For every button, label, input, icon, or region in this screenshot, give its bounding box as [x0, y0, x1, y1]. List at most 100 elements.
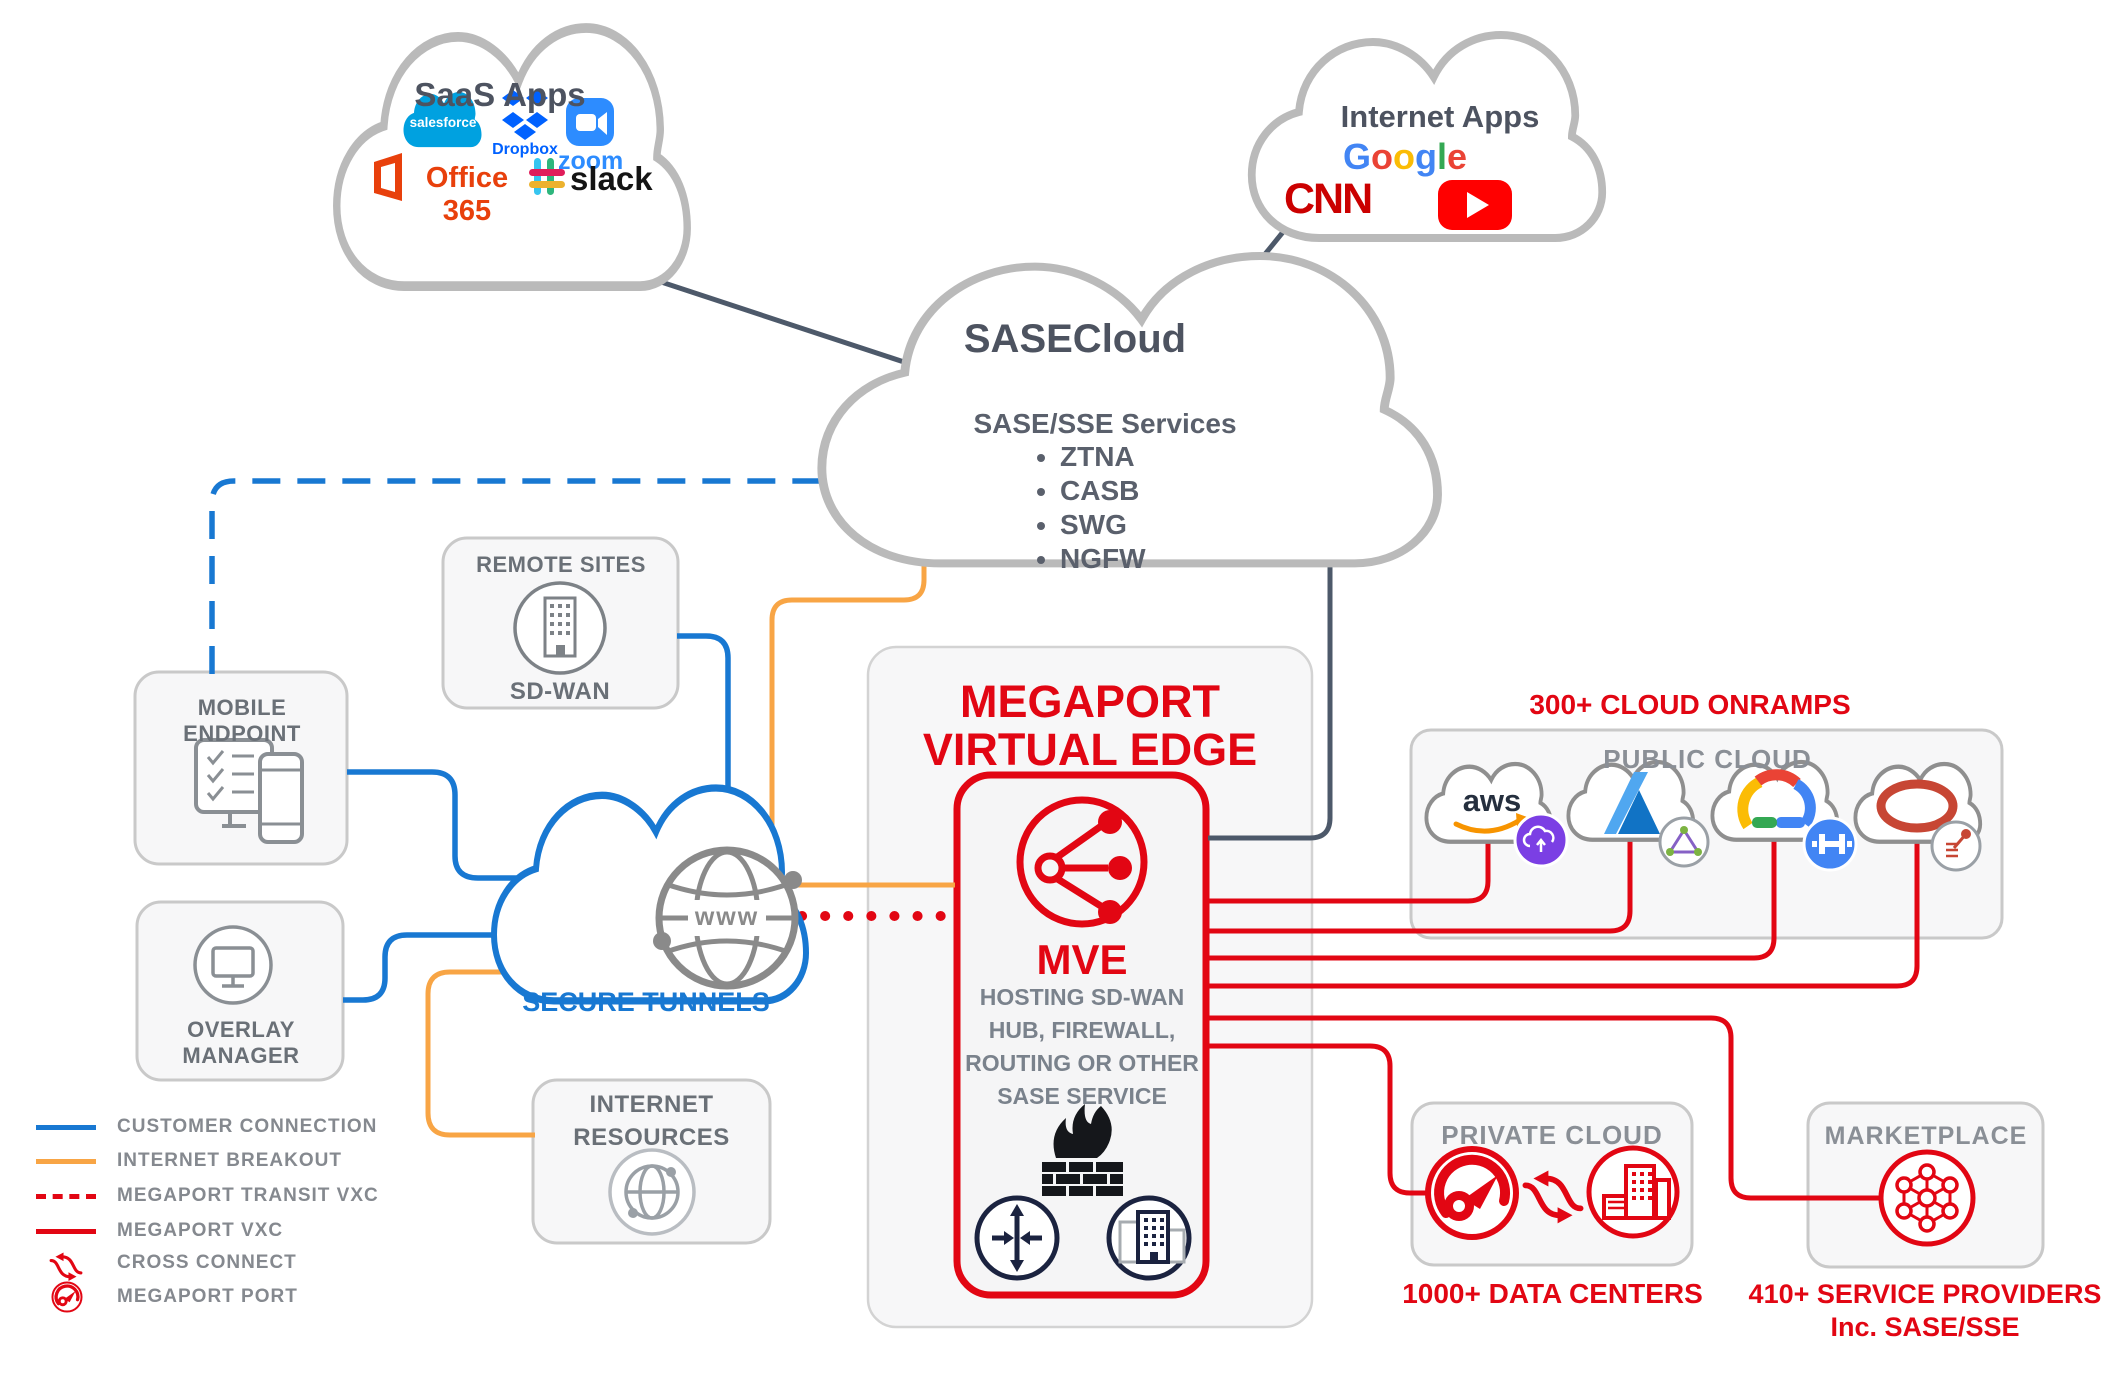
line-vxc-private-cloud [1206, 1043, 1432, 1196]
sase-service: NGFW [1060, 542, 1146, 576]
legend-label: MEGAPORT VXC [117, 1220, 284, 1241]
google-letter: l [1436, 136, 1447, 177]
salesforce-logo [403, 92, 482, 148]
aws-swoosh [1453, 817, 1523, 834]
mve-hub-icon [1016, 796, 1148, 928]
line-vxc-google [1206, 838, 1777, 961]
public-cloud-title: PUBLIC CLOUD [1603, 744, 1812, 774]
mve-desc-line: HOSTING SD-WAN [979, 984, 1185, 1010]
marketplace-title: MARKETPLACE [1824, 1122, 2028, 1150]
public-cloud-providers [1424, 759, 1983, 872]
devices-icon [194, 738, 304, 844]
remote-sites-title: REMOTE SITES [476, 552, 646, 577]
zoom-label: zoom [558, 147, 624, 175]
mve-box [953, 771, 1210, 1299]
legend-swatch-customer-connection [36, 1125, 96, 1130]
mve-panel-title-line1: MEGAPORT [959, 676, 1220, 727]
legend-megaport-port-icon [50, 1280, 84, 1314]
oracle-cloud [1853, 761, 1983, 872]
mve-desc-line: HUB, FIREWALL, [988, 1017, 1176, 1043]
google-letter: o [1370, 136, 1393, 177]
overlay-manager-title: OVERLAY MANAGER [182, 1017, 300, 1068]
legend-label: CUSTOMER CONNECTION [117, 1116, 378, 1137]
sase-service: ZTNA [1060, 440, 1146, 474]
secure-tunnels-label: SECURE TUNNELS [522, 987, 770, 1017]
sdwan-label: SD-WAN [509, 678, 611, 705]
line-customer-mobile-to-tunnels [347, 769, 560, 881]
www-label: www [694, 903, 760, 931]
dropbox-logo [502, 90, 548, 140]
datacenter-icon [1586, 1145, 1680, 1239]
service-providers-line2: Inc. SASE/SSE [1830, 1312, 2020, 1342]
node-boxes [133, 536, 2045, 1329]
aws-cloud [1424, 761, 1569, 868]
office365-logo [374, 153, 402, 201]
data-centers-caption: 1000+ DATA CENTERS [1402, 1278, 1703, 1309]
line-sase-to-mve [1208, 548, 1333, 841]
azure-virtual-wan-badge [1658, 816, 1710, 868]
sase-cloud-shape [817, 252, 1442, 568]
mve-desc-line: SASE SERVICE [997, 1083, 1167, 1109]
dropbox-label: Dropbox [492, 141, 558, 158]
line-vxc-azure [1206, 836, 1633, 934]
saas-cloud-shape [333, 23, 691, 291]
azure-cloud [1566, 759, 1710, 868]
sase-cloud-title: SASECloud [963, 317, 1187, 361]
zoom-logo [566, 98, 614, 146]
sase-services-list: ZTNA CASB SWG NGFW [1030, 440, 1146, 576]
cnn-logo: CNN [1284, 175, 1373, 223]
building-icon [513, 581, 607, 675]
private-cloud-title: PRIVATE CLOUD [1441, 1120, 1663, 1150]
line-customer-overlay-to-tunnels [343, 932, 520, 1003]
monitor-icon [193, 925, 273, 1005]
service-providers-caption: 410+ SERVICE PROVIDERS Inc. SASE/SSE [1723, 1278, 2113, 1344]
saas-cloud-title: SaaS Apps [414, 76, 586, 113]
aws-label: aws [1462, 783, 1522, 818]
legend-swatch-transit-vxc [36, 1194, 96, 1199]
google-cloud-logo [1737, 769, 1816, 830]
line-breakout-tunnels-to-internet-resources [425, 969, 545, 1138]
service-providers-line1: 410+ SERVICE PROVIDERS [1748, 1279, 2102, 1309]
mve-description: HOSTING SD-WAN HUB, FIREWALL, ROUTING OR… [962, 981, 1202, 1113]
www-globe-icon [653, 846, 802, 990]
legend-label: MEGAPORT TRANSIT VXC [117, 1185, 379, 1206]
node-icons [49, 581, 1976, 1314]
google-letter: e [1447, 136, 1468, 177]
saas-logos [374, 90, 1512, 230]
firewall-icon [1042, 1104, 1123, 1196]
internet-resources-line2: RESOURCES [573, 1124, 730, 1151]
line-vxc-marketplace [1206, 1015, 1882, 1201]
legend-label: CROSS CONNECT [117, 1252, 297, 1273]
salesforce-label: salesforce [409, 115, 477, 130]
slack-logo [529, 158, 565, 195]
legend-swatch-internet-breakout [36, 1159, 96, 1164]
legend-label: INTERNET BREAKOUT [117, 1150, 342, 1171]
google-logo: Google [1330, 136, 1480, 178]
legend-cross-connect-icon [49, 1250, 83, 1283]
connectors [209, 230, 1920, 1201]
google-letter: g [1414, 136, 1437, 177]
sase-service: CASB [1060, 474, 1146, 508]
aws-transit-gateway-badge [1513, 812, 1569, 868]
youtube-logo [1438, 180, 1512, 230]
mve-panel-title: MEGAPORT VIRTUAL EDGE [888, 678, 1292, 774]
line-saas-to-sase [639, 272, 905, 365]
slack-label: slack [570, 160, 653, 197]
internet-resources-line1: INTERNET [589, 1091, 714, 1118]
buildings-icon [1106, 1195, 1192, 1281]
megaport-port-icon [1428, 1149, 1516, 1237]
line-customer-remote-to-tunnels [677, 633, 731, 852]
cloud-onramps-caption: 300+ CLOUD ONRAMPS [1529, 689, 1851, 720]
sase-service: SWG [1060, 508, 1146, 542]
line-vxc-aws [1206, 836, 1491, 904]
mobile-endpoint-title: MOBILE ENDPOINT [183, 695, 301, 746]
router-icon [974, 1195, 1060, 1281]
internet-apps-title: Internet Apps [1340, 99, 1540, 134]
google-letter: o [1392, 136, 1415, 177]
line-customer-mobile-to-sase [209, 478, 856, 674]
cloud-shapes [333, 23, 1607, 1005]
mve-name: MVE [1036, 936, 1128, 983]
mve-panel-title-line2: VIRTUAL EDGE [922, 724, 1258, 775]
